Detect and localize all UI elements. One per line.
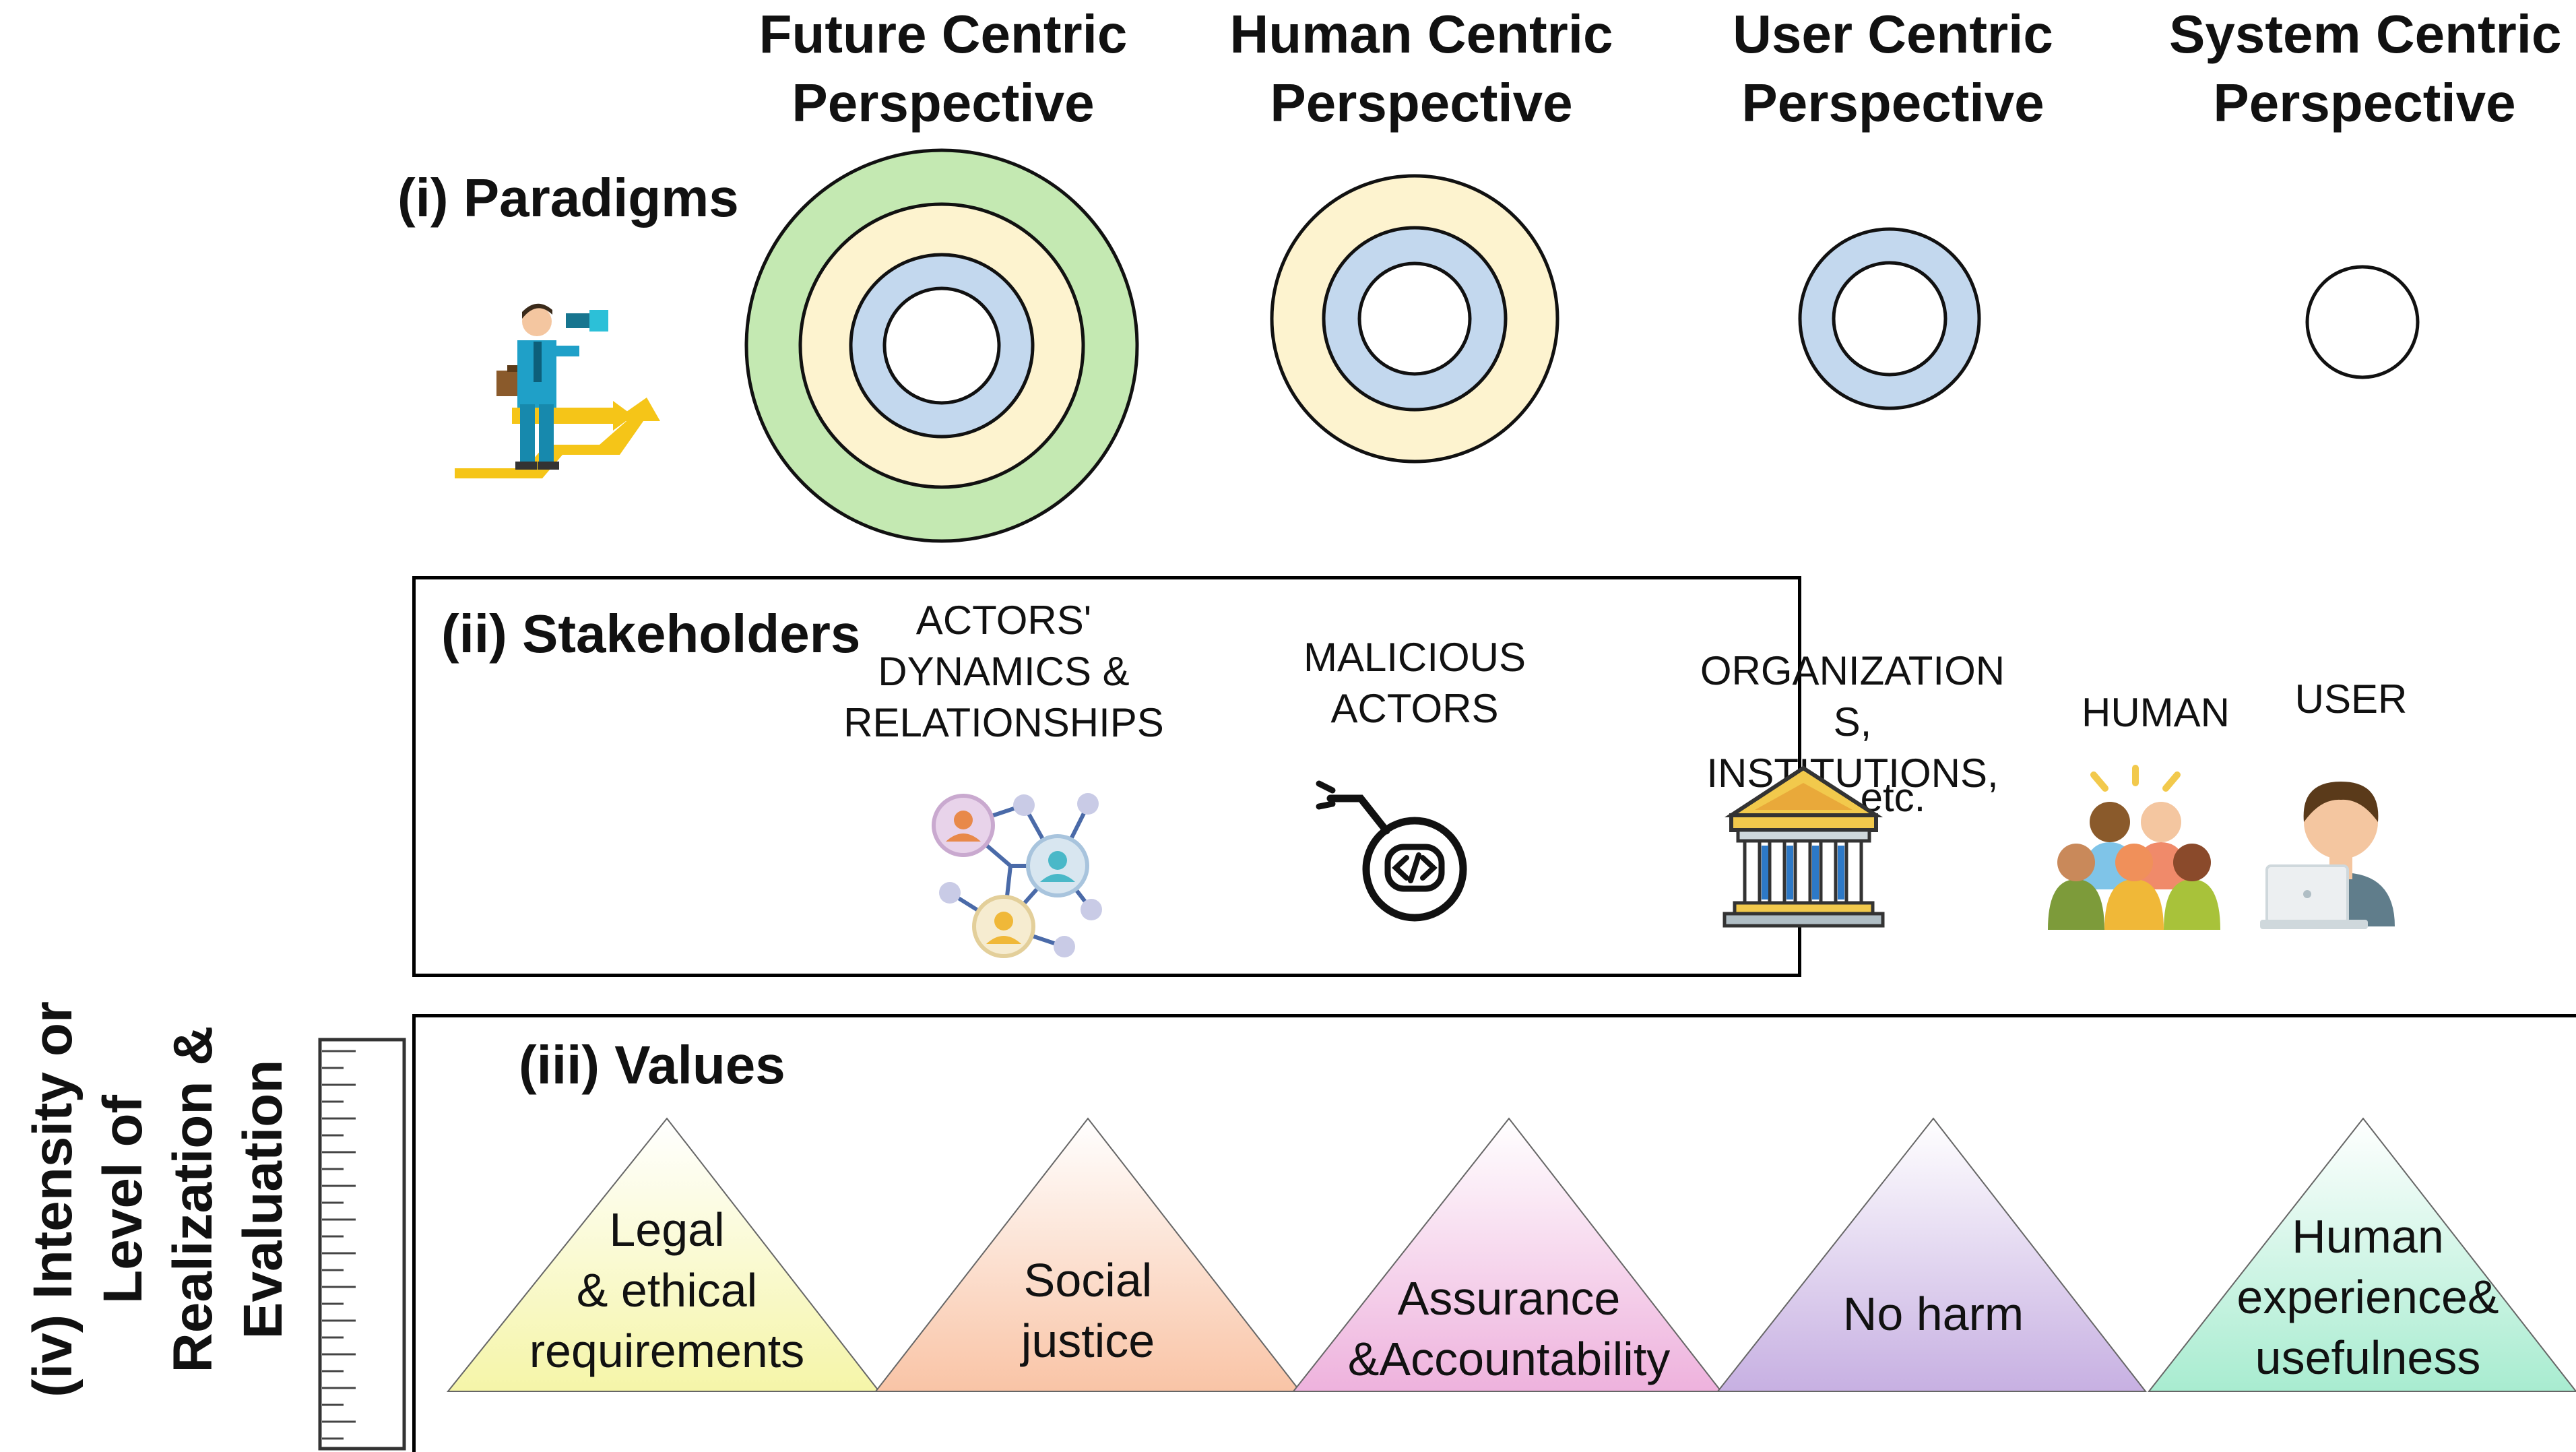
value-triangle-noharm bbox=[1716, 1117, 2148, 1392]
value-triangle-legal bbox=[446, 1117, 881, 1392]
perspective-system-line1: System Centric bbox=[2169, 4, 2562, 64]
value-label-line: experience& bbox=[2236, 1271, 2499, 1323]
value-label-line: usefulness bbox=[2255, 1331, 2481, 1384]
perspective-future-line2: Perspective bbox=[792, 73, 1095, 133]
values-box bbox=[412, 1014, 2576, 1452]
stakeholder-actors-dynamics: ACTORS' DYNAMICS & RELATIONSHIPS bbox=[808, 595, 1199, 749]
network-icon bbox=[932, 793, 1102, 958]
perspective-user: User Centric Perspective bbox=[1711, 0, 2075, 137]
user-laptop-icon bbox=[2260, 782, 2395, 929]
perspective-future: Future Centric Perspective bbox=[754, 0, 1132, 137]
stakeholder-label-line: HUMAN bbox=[2082, 690, 2230, 735]
stakeholder-label-line: USER bbox=[2294, 676, 2408, 722]
value-label-line: Social bbox=[1023, 1254, 1153, 1306]
value-label-line: Human bbox=[2292, 1210, 2444, 1263]
paradigms-heading: (i) Paradigms bbox=[397, 168, 739, 228]
institution-icon bbox=[1722, 765, 1885, 928]
perspective-system: System Centric Perspective bbox=[2169, 0, 2562, 137]
user-centric-rings bbox=[1798, 227, 1981, 410]
visionary-businessman-icon bbox=[455, 303, 660, 478]
stakeholder-user: USER bbox=[2250, 674, 2452, 725]
perspective-human: Human Centric Perspective bbox=[1226, 0, 1617, 137]
value-label-line: requirements bbox=[529, 1325, 805, 1377]
perspective-system-line2: Perspective bbox=[2213, 73, 2516, 133]
value-label-line: No harm bbox=[1842, 1288, 2024, 1340]
human-centric-rings bbox=[1270, 174, 1559, 464]
system-centric-ring bbox=[2305, 265, 2420, 379]
stakeholder-organizations: ORGANIZATION S, INSTITUTIONS, etc. bbox=[1650, 645, 2055, 823]
stakeholder-label-line: ACTORS bbox=[1330, 686, 1499, 731]
intensity-label-line: (iv) Intensity or bbox=[22, 1001, 84, 1397]
stakeholder-label-line: INSTITUTIONS, bbox=[1706, 751, 1999, 796]
stakeholder-malicious-actors: MALICIOUS ACTORS bbox=[1280, 632, 1549, 734]
value-label-line: &Accountability bbox=[1347, 1333, 1671, 1385]
stakeholder-label-line: MALICIOUS bbox=[1303, 635, 1526, 680]
perspective-user-line1: User Centric bbox=[1733, 4, 2053, 64]
intensity-label-line: Level of bbox=[92, 1095, 154, 1304]
intensity-ruler bbox=[318, 1038, 406, 1451]
value-label-noharm: No harm bbox=[1765, 1284, 2102, 1344]
perspective-user-line2: Perspective bbox=[1741, 73, 2044, 133]
value-label-legal: Legal & ethical requirements bbox=[498, 1199, 835, 1381]
value-label-human: Human experience& usefulness bbox=[2199, 1206, 2536, 1388]
future-centric-rings bbox=[744, 148, 1139, 543]
perspective-human-line1: Human Centric bbox=[1229, 4, 1613, 64]
intensity-label: (iv) Intensity or Level of Realization &… bbox=[18, 1001, 298, 1397]
value-label-line: Assurance bbox=[1397, 1272, 1621, 1325]
stakeholder-label-line: DYNAMICS & bbox=[878, 649, 1130, 694]
people-group-icon bbox=[2048, 765, 2220, 930]
stakeholder-human: HUMAN bbox=[2048, 687, 2263, 738]
value-label-line: Legal bbox=[609, 1203, 725, 1256]
value-label-assurance: Assurance &Accountability bbox=[1341, 1268, 1677, 1389]
perspective-human-line2: Perspective bbox=[1270, 73, 1573, 133]
perspective-future-line1: Future Centric bbox=[759, 4, 1128, 64]
value-label-line: & ethical bbox=[576, 1264, 758, 1317]
stakeholder-label-line: ORGANIZATION bbox=[1700, 648, 2005, 693]
intensity-label-line: Realization & bbox=[162, 1025, 224, 1373]
value-label-social: Social justice bbox=[920, 1250, 1256, 1371]
value-triangle-human bbox=[2147, 1117, 2576, 1392]
stakeholder-label-line: RELATIONSHIPS bbox=[843, 700, 1164, 745]
value-label-line: justice bbox=[1021, 1315, 1155, 1367]
values-heading: (iii) Values bbox=[519, 1035, 785, 1095]
stakeholder-label-line: ACTORS' bbox=[915, 598, 1092, 643]
values-triangles bbox=[446, 1117, 2576, 1392]
value-triangle-social bbox=[874, 1117, 1302, 1392]
value-triangle-assurance bbox=[1291, 1117, 1723, 1392]
intensity-label-line: Evaluation bbox=[232, 1059, 294, 1339]
stakeholders-heading: (ii) Stakeholders bbox=[441, 604, 861, 664]
stakeholder-label-line: S, bbox=[1833, 699, 1872, 745]
code-bomb-icon bbox=[1316, 780, 1467, 922]
